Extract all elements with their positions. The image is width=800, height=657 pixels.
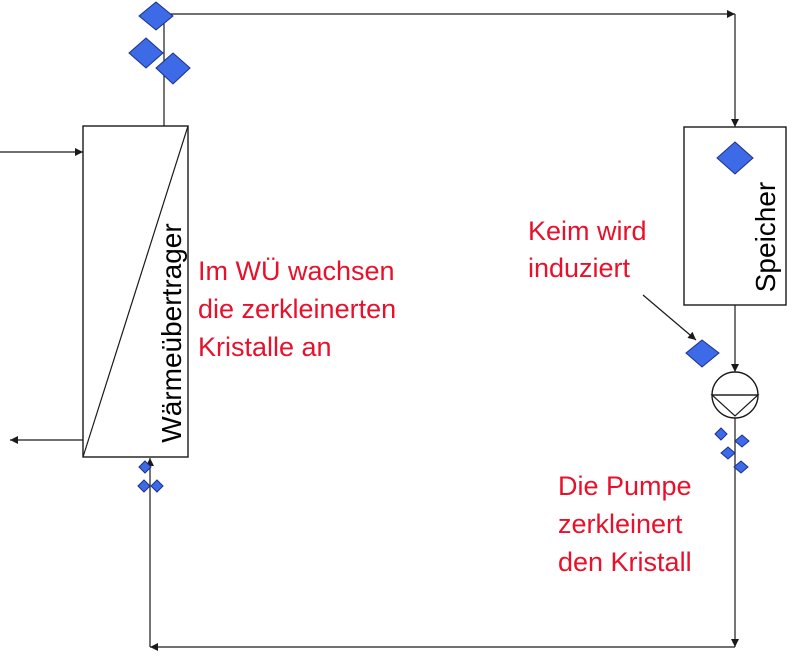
seed-pointer-arrow — [642, 294, 697, 341]
crystal-icon — [138, 1, 174, 31]
heat-exchanger: Wärmeübertrager — [82, 125, 189, 458]
crystal-icon — [138, 460, 152, 474]
seed-annotation-line: Keim wird — [528, 216, 647, 246]
seed-annotation: Keim wird induziert — [528, 216, 647, 283]
crystal-icon — [137, 479, 151, 493]
pump-annotation-line: zerkleinert — [558, 509, 683, 539]
crystal-icon — [733, 460, 749, 474]
crystal-icon — [720, 446, 736, 460]
pump-annotation-line: Die Pumpe — [558, 471, 692, 501]
heat-exchanger-label: Wärmeübertrager — [156, 223, 187, 442]
crystal-icon — [155, 52, 191, 85]
crystal-icon — [685, 339, 720, 368]
crystals — [128, 1, 754, 493]
pump-triangle — [710, 394, 760, 417]
piping — [0, 10, 739, 651]
pump-annotation-line: den Kristall — [558, 547, 692, 577]
growth-annotation-line: Kristalle an — [198, 332, 332, 362]
crystal-icon — [734, 434, 750, 448]
seed-annotation-line: induziert — [528, 253, 631, 283]
crystal-icon — [128, 37, 164, 69]
growth-annotation-line: Im WÜ wachsen — [198, 256, 395, 286]
heat-exchanger-diagonal — [82, 125, 189, 458]
pump-icon — [710, 371, 760, 419]
crystal-icon — [716, 141, 754, 175]
crystal-icon — [714, 427, 728, 441]
growth-annotation-line: die zerkleinerten — [198, 294, 396, 324]
pump-annotation: Die Pumpe zerkleinert den Kristall — [558, 471, 692, 577]
crystal-icon — [150, 479, 164, 493]
storage-tank-label: Speicher — [750, 182, 781, 293]
growth-annotation: Im WÜ wachsen die zerkleinerten Kristall… — [198, 256, 396, 362]
